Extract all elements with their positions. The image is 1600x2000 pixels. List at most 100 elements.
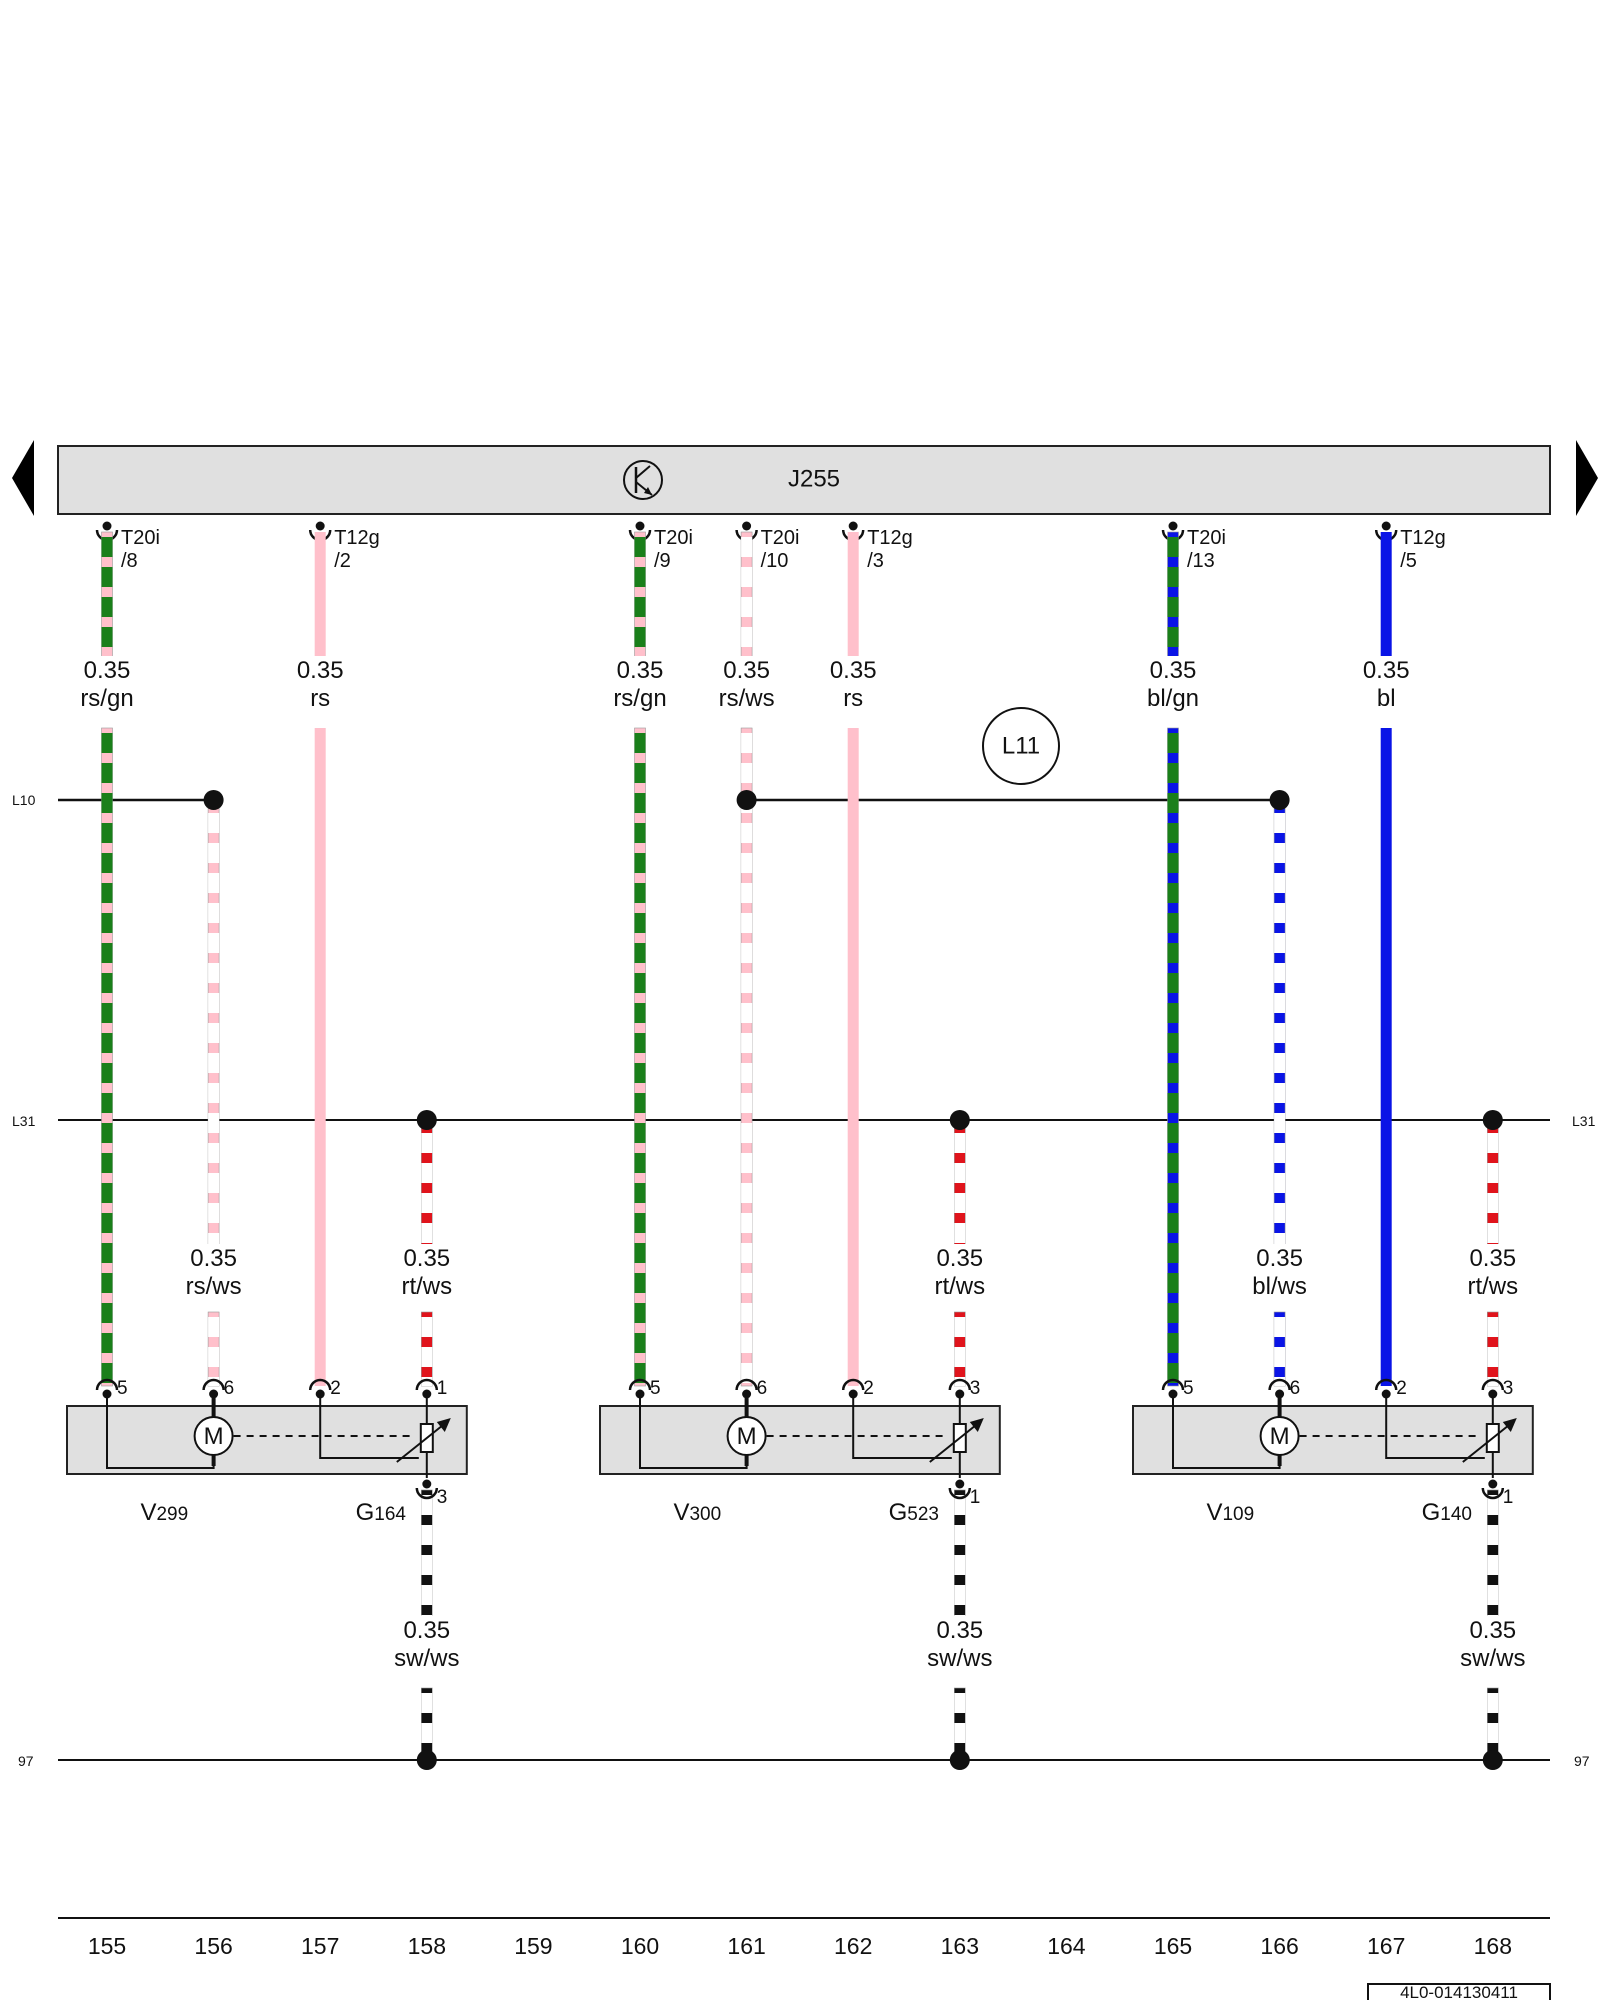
wire-162-top (847, 532, 859, 668)
document-id: 4L0-014130411 (1367, 1983, 1551, 2000)
column-number: 158 (408, 1933, 446, 1959)
drop-156-gauge: 0.35 (190, 1245, 237, 1272)
connector-label: T20i (121, 527, 160, 549)
labels-layer: T20i/80.35rs/gn5T12g/20.35rs2T20i/90.35r… (65, 527, 1535, 1678)
pin-number: 3 (1503, 1378, 1514, 1399)
column-number: 165 (1154, 1933, 1192, 1959)
svg-text:L31: L31 (12, 1113, 36, 1129)
sensor-label: G523 (889, 1499, 939, 1526)
connector-pin-label: /9 (654, 550, 671, 572)
wire-167-bottom (1380, 728, 1392, 1386)
previous-page-arrow-icon[interactable] (12, 440, 34, 516)
wire-160-gauge: 0.35 (617, 657, 664, 684)
rail-l31: L31 L31 (12, 1113, 1596, 1129)
wire-161-gauge: 0.35 (723, 657, 770, 684)
svg-text:97: 97 (1574, 1753, 1590, 1769)
pin-number: 6 (224, 1378, 235, 1399)
connector-pin-label: /8 (121, 550, 138, 572)
connector-label: T20i (761, 527, 800, 549)
drop-158-gauge: 0.35 (403, 1245, 450, 1272)
wire-157-bottom (314, 728, 326, 1386)
drop-168-gauge: 0.35 (1469, 1245, 1516, 1272)
column-number: 167 (1367, 1933, 1405, 1959)
drop-158-upper (420, 1127, 433, 1247)
wire-161-top (740, 531, 753, 669)
wire-160-top (634, 531, 646, 669)
wire-155-top (101, 531, 113, 669)
junction-dot (1482, 1110, 1503, 1130)
connector-label: T20i (1187, 527, 1226, 549)
next-page-arrow-icon[interactable] (1576, 440, 1598, 516)
connector-pin-icon (415, 1378, 439, 1399)
ground-158-upper (420, 1489, 433, 1619)
pin-number: 5 (650, 1378, 661, 1399)
wire-157-top (314, 532, 326, 668)
connector-pin-label: /13 (1187, 550, 1215, 572)
pin-number: 6 (757, 1378, 768, 1399)
connector-pin-icon (948, 1378, 972, 1399)
location-marker: L11 (982, 707, 1060, 785)
drop-163-upper (953, 1127, 966, 1247)
ground-163-upper (953, 1489, 966, 1619)
drop-163-lower (953, 1311, 966, 1387)
pin-number: 6 (1290, 1378, 1301, 1399)
ground-158-lower (420, 1687, 433, 1753)
pin-number: 5 (1183, 1378, 1194, 1399)
connector-pin-icon (841, 1378, 865, 1399)
wire-165-gauge: 0.35 (1150, 657, 1197, 684)
connector-pin-icon (415, 1479, 439, 1500)
pin-number: 2 (330, 1378, 341, 1399)
wire-165-top (1167, 531, 1179, 669)
connector-pin-label: /2 (334, 550, 351, 572)
drop-168-color: rt/ws (1467, 1273, 1518, 1300)
connector-pin-icon (628, 1378, 652, 1399)
motor-label: V299 (140, 1499, 188, 1526)
ground-158-color: sw/ws (394, 1645, 459, 1672)
svg-text:L10: L10 (12, 792, 36, 808)
pin-number: 3 (437, 1487, 448, 1508)
drop-166-lower (1273, 1311, 1286, 1387)
junction-dot (949, 1750, 970, 1770)
connector-pin-icon (1374, 1378, 1398, 1399)
motor-symbol: M (737, 1423, 757, 1450)
wire-155-gauge: 0.35 (84, 657, 131, 684)
actuator-V300: M (599, 1398, 1001, 1478)
connector-pin-icon (735, 1378, 758, 1399)
motor-icon (193, 1416, 234, 1456)
wire-160-bottom (634, 727, 646, 1387)
connector-pin-icon (202, 1378, 225, 1399)
drop-166-gauge: 0.35 (1256, 1245, 1303, 1272)
pin-number: 2 (1396, 1378, 1407, 1399)
actuator-V109: M (1132, 1398, 1534, 1478)
drop-168-lower (1487, 1311, 1499, 1387)
ground-168-gauge: 0.35 (1469, 1617, 1516, 1644)
connector-pin-label: /10 (761, 550, 789, 572)
ground-168-upper (1487, 1489, 1499, 1619)
wires-layer (95, 521, 1503, 1770)
drop-166-upper (1273, 807, 1286, 1247)
column-number: 159 (514, 1933, 552, 1959)
drop-156-lower (207, 1311, 220, 1387)
motor-label: V300 (673, 1499, 721, 1526)
sensor-label: G164 (356, 1499, 407, 1526)
wire-167-gauge: 0.35 (1363, 657, 1410, 684)
junction-dot (736, 790, 757, 810)
connector-pin-label: /3 (867, 550, 884, 572)
column-number: 164 (1047, 1933, 1086, 1959)
ground-163-gauge: 0.35 (936, 1617, 983, 1644)
connector-pin-icon (1268, 1378, 1291, 1399)
pin-number: 5 (117, 1378, 128, 1399)
connector-label: T12g (1400, 527, 1446, 549)
wire-161-bottom (740, 727, 753, 1387)
connector-pin-icon (95, 1378, 119, 1399)
column-number: 157 (301, 1933, 339, 1959)
connector-pin-icon (948, 1479, 972, 1500)
wire-157-color: rs (310, 685, 330, 712)
motor-label: V109 (1206, 1499, 1254, 1526)
junction-dot (949, 1110, 970, 1130)
connector-label: T20i (654, 527, 693, 549)
column-number: 162 (834, 1933, 872, 1959)
ground-158-gauge: 0.35 (403, 1617, 450, 1644)
